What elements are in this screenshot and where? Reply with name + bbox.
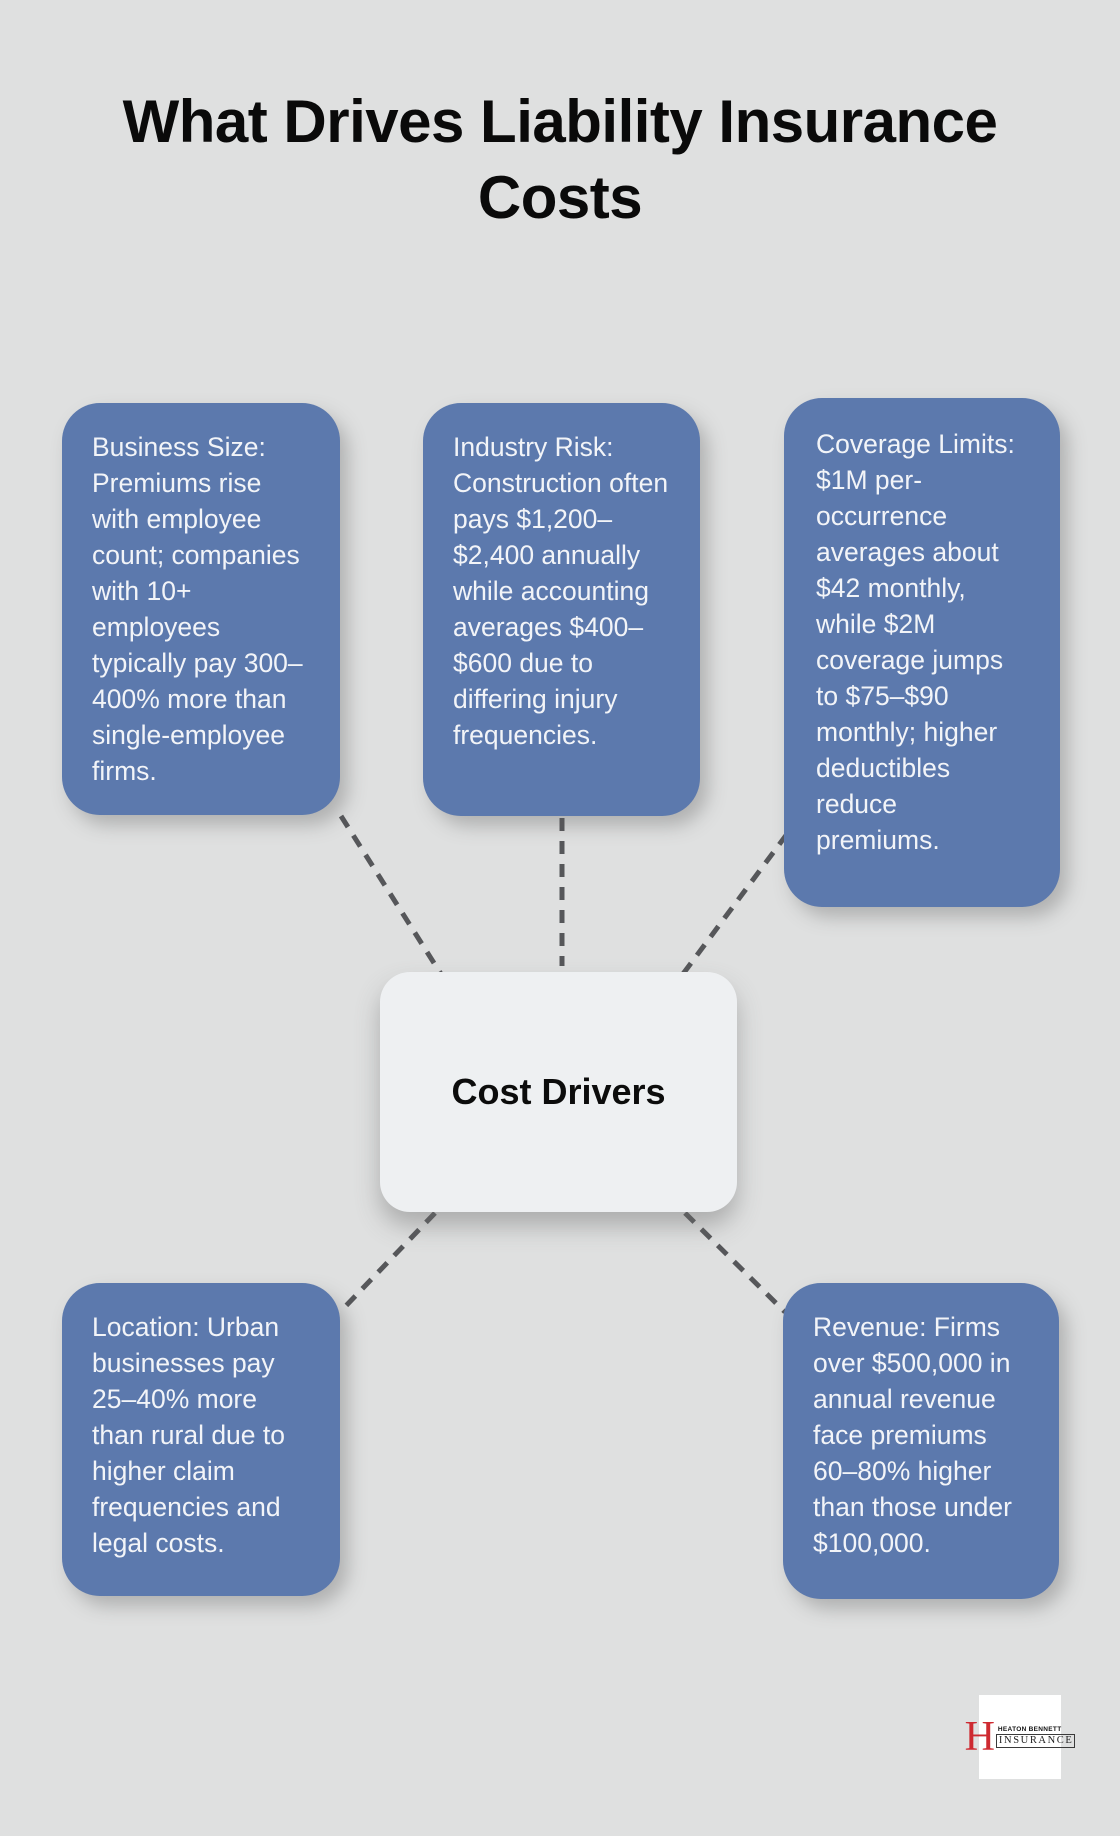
- node-industry-risk: Industry Risk: Construction often pays $…: [423, 403, 700, 816]
- node-location: Location: Urban businesses pay 25–40% mo…: [62, 1283, 340, 1596]
- node-revenue-text: Revenue: Firms over $500,000 in annual r…: [813, 1312, 1012, 1558]
- node-revenue: Revenue: Firms over $500,000 in annual r…: [783, 1283, 1059, 1599]
- node-location-text: Location: Urban businesses pay 25–40% mo…: [92, 1312, 285, 1558]
- connector-business-size: [338, 814, 449, 984]
- connector-revenue: [683, 1211, 787, 1314]
- connector-coverage-limits: [674, 832, 790, 984]
- brand-logo: H HEATON BENNETT INSURANCE: [965, 1695, 1076, 1779]
- center-node: Cost Drivers: [380, 972, 737, 1212]
- center-node-label: Cost Drivers: [451, 1071, 666, 1112]
- page-title: What Drives Liability Insurance Costs: [122, 88, 998, 231]
- logo-company-name: HEATON BENNETT: [997, 1726, 1062, 1733]
- connector-location: [338, 1211, 437, 1314]
- logo-monogram: H: [964, 1714, 995, 1760]
- node-business-size-text: Business Size: Premiums rise with employ…: [92, 432, 303, 786]
- logo-text-block: HEATON BENNETT INSURANCE: [995, 1726, 1076, 1748]
- node-business-size: Business Size: Premiums rise with employ…: [62, 403, 340, 815]
- logo-division-name: INSURANCE: [995, 1734, 1076, 1748]
- node-coverage-limits-text: Coverage Limits: $1M per-occurrence aver…: [816, 429, 1015, 855]
- node-industry-risk-text: Industry Risk: Construction often pays $…: [453, 432, 669, 750]
- node-coverage-limits: Coverage Limits: $1M per-occurrence aver…: [784, 398, 1060, 907]
